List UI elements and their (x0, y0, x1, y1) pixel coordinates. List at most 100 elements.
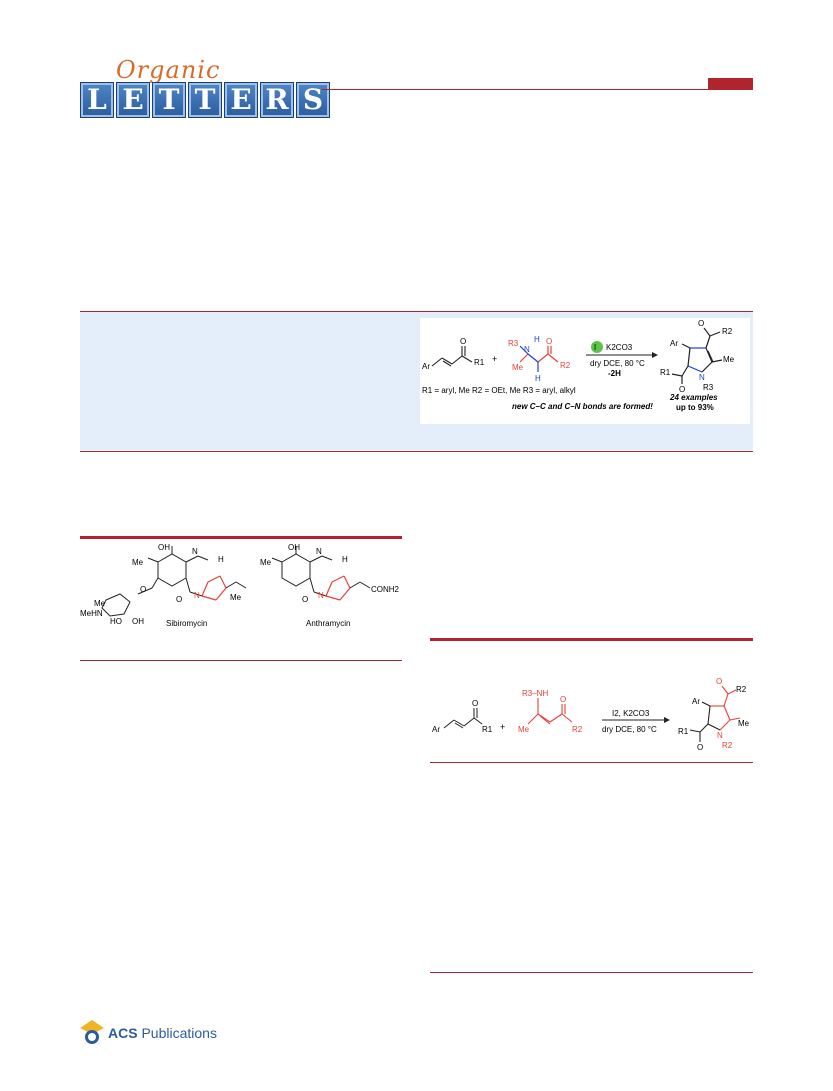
conditions-line2: -2H (608, 369, 621, 378)
conh2-label: CONH2 (371, 585, 400, 594)
journal-logo: Organic L E T T E R S (80, 56, 330, 122)
reaction-arrowhead (652, 352, 658, 358)
r2-label: R2 (560, 361, 571, 370)
compound-name-1: Sibiromycin (166, 619, 207, 628)
me-label: Me (723, 355, 735, 364)
conditions-top: I2, K2CO3 (612, 709, 650, 718)
o-label: O (697, 743, 703, 752)
header-red-tab (708, 78, 753, 90)
logo-letter: L (80, 82, 114, 118)
logo-letter: T (188, 82, 222, 118)
r2-label: R2 (736, 685, 747, 694)
n-label: N (699, 373, 705, 382)
pyrroline-product (671, 327, 723, 384)
meh-label: MeHN (80, 609, 103, 618)
nh-label: R3–NH (522, 689, 548, 698)
me-label: Me (738, 719, 750, 728)
scheme1-bottom-rule (430, 762, 753, 763)
figure1-svg: OH Me N H N O Me O Me MeHN HO OH Sibirom… (80, 543, 400, 628)
publisher-logo: ACS Publications (80, 1019, 240, 1047)
oh-label: OH (132, 617, 144, 626)
iodine-icon (591, 341, 603, 353)
o-label: O (472, 699, 478, 708)
sibiromycin-ring-red (201, 575, 227, 601)
me-label: Me (518, 725, 530, 734)
r1-label: R1 (660, 368, 671, 377)
logo-script: Organic (116, 56, 221, 84)
logo-letter: S (296, 82, 330, 118)
publisher-name-bold: ACS (108, 1025, 138, 1041)
sibiromycin-structure (147, 546, 209, 597)
scheme1-svg: Ar O R1 + R3–NH Me O R2 I2, K2CO3 dry DC… (432, 677, 750, 752)
r3-label: R2 (722, 741, 733, 750)
o-label: O (698, 319, 704, 328)
logo-letter: E (116, 82, 150, 118)
reaction-arrowhead (664, 717, 670, 723)
n-label: N (524, 345, 530, 354)
o-label: O (302, 595, 308, 604)
figure1-bottom-rule (80, 660, 402, 661)
logo-letters: L E T T E R S (80, 82, 330, 118)
logo-letter: E (224, 82, 258, 118)
o-label: O (546, 337, 552, 346)
bonds-note: new C–C and C–N bonds are formed! (512, 402, 653, 411)
anthramycin-structure (271, 546, 333, 597)
plus-sign: + (500, 722, 505, 732)
h-label: H (342, 555, 348, 564)
ho-label: HO (110, 617, 122, 626)
abstract-bottom-rule (80, 451, 753, 452)
r3-label: R3 (703, 383, 714, 392)
me-label: Me (260, 558, 272, 567)
acs-emblem-icon (80, 1020, 104, 1044)
logo-letter: R (260, 82, 294, 118)
figure1: OH Me N H N O Me O Me MeHN HO OH Sibirom… (80, 540, 402, 658)
h-label: H (218, 555, 224, 564)
ar-label: Ar (670, 339, 678, 348)
o-label: O (716, 677, 722, 686)
n-label: N (316, 547, 322, 556)
r1-label: R1 (474, 358, 485, 367)
n-label: N (192, 547, 198, 556)
anthramycin-ring-red (325, 575, 351, 601)
me-label: Me (132, 558, 144, 567)
h-label: H (535, 374, 541, 383)
plus-sign: + (492, 354, 497, 364)
iodine-symbol: I (594, 343, 596, 352)
o-label: O (679, 385, 685, 394)
examples-count: 24 examples (669, 393, 718, 402)
scheme1-top-rule (430, 638, 753, 641)
o-label: O (140, 585, 146, 594)
yield-text: up to 93% (676, 403, 714, 412)
r2-label: R2 (722, 327, 733, 336)
compound-name-2: Anthramycin (306, 619, 350, 628)
oh-label: OH (288, 543, 300, 552)
ar-label: Ar (692, 697, 700, 706)
table-bottom-rule (430, 972, 753, 973)
enone-structure (431, 346, 473, 367)
pyrroline-product (689, 685, 741, 742)
oh-label: OH (158, 543, 170, 552)
toc-graphic: Ar O R1 + R3 N H Me O H R2 I K2CO3 dry D… (420, 318, 750, 424)
reagent-top: K2CO3 (606, 343, 633, 352)
enone-structure (443, 708, 483, 729)
toc-scheme-svg: Ar O R1 + R3 N H Me O H R2 I K2CO3 dry D… (422, 319, 735, 412)
ar-label: Ar (422, 362, 430, 371)
enaminone-structure (527, 698, 573, 725)
me-label: Me (94, 599, 106, 608)
logo-letter: T (152, 82, 186, 118)
n-label: N (717, 731, 723, 740)
r2-label: R2 (572, 725, 583, 734)
publisher-name-rest: Publications (137, 1025, 217, 1041)
header-rule (322, 89, 753, 90)
n-label: N (194, 591, 200, 600)
conditions-bottom: dry DCE, 80 °C (602, 725, 657, 734)
r3-label: R3 (508, 339, 519, 348)
me-label: Me (230, 593, 242, 602)
n-label: N (318, 591, 324, 600)
r1-label: R1 (678, 727, 689, 736)
r1-label: R1 (482, 725, 493, 734)
enaminone-structure (519, 345, 559, 372)
conditions-line1: dry DCE, 80 °C (590, 359, 645, 368)
me-label: Me (512, 363, 524, 372)
ar-label: Ar (432, 725, 440, 734)
